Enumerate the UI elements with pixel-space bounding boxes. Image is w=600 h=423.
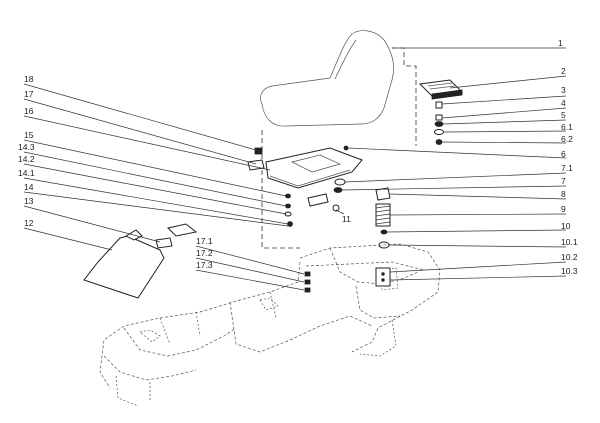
seat-mount-outline: [392, 47, 417, 146]
fastener-stack: [434, 101, 444, 145]
callout-10-3: 10.3: [561, 266, 578, 276]
callout-6-1: 6.1: [561, 122, 573, 132]
seat-cushion: [260, 30, 394, 127]
callout-15: 15: [24, 130, 34, 140]
bracket-part-11: [307, 193, 329, 207]
callout-6: 6: [561, 149, 566, 159]
callout-17-3: 17.3: [196, 260, 213, 270]
leader-lines: [23, 47, 567, 291]
callout-2: 2: [561, 66, 566, 76]
hole-part-10-2: [381, 272, 385, 276]
callout-8: 8: [561, 189, 566, 199]
washer-part-7-1: [334, 178, 346, 186]
rail-bracket-part-2: [418, 79, 464, 100]
seat-backrest-edge: [334, 39, 357, 80]
callout-4: 4: [561, 98, 566, 108]
callout-14-2: 14.2: [18, 154, 35, 164]
callout-9: 9: [561, 204, 566, 214]
washer-part-10: [380, 229, 388, 235]
callout-13: 13: [24, 196, 34, 206]
callout-10-2: 10.2: [561, 252, 578, 262]
callout-1: 1: [558, 38, 563, 48]
callout-14-1: 14.1: [18, 168, 35, 178]
seat-mount-outline-2: [261, 130, 300, 249]
tractor-frame: [99, 243, 441, 407]
spring-part-9: [375, 203, 391, 227]
clip-part-13-b: [167, 223, 198, 237]
callout-10-1: 10.1: [561, 237, 578, 247]
callout-3: 3: [561, 85, 566, 95]
callout-14-3: 14.3: [18, 142, 35, 152]
cover-plate-part-12: [83, 235, 165, 299]
spring-cap-part-8: [375, 187, 391, 201]
washer-part-7: [333, 187, 343, 193]
hole-part-10-3: [381, 278, 385, 282]
callout-12: 12: [24, 218, 34, 228]
callout-10: 10: [561, 221, 571, 231]
seat-mounting-plate: [265, 145, 363, 189]
bolts-part-17: [304, 271, 311, 293]
callout-6-2: 6.2: [561, 134, 573, 144]
callout-17-2: 17.2: [196, 248, 213, 258]
callout-7: 7: [561, 176, 566, 186]
callout-16: 16: [24, 106, 34, 116]
callout-17-1: 17.1: [196, 236, 213, 246]
callout-5: 5: [561, 110, 566, 120]
frame-plate-part-10-2: [375, 267, 391, 287]
callout-18: 18: [24, 74, 34, 84]
bolt-part-11: [332, 204, 340, 212]
callout-17: 17: [24, 89, 34, 99]
callout-7-1: 7.1: [561, 163, 573, 173]
clip-part-13-a: [155, 237, 173, 249]
callout-11: 11: [342, 214, 351, 224]
callout-14: 14: [24, 182, 34, 192]
